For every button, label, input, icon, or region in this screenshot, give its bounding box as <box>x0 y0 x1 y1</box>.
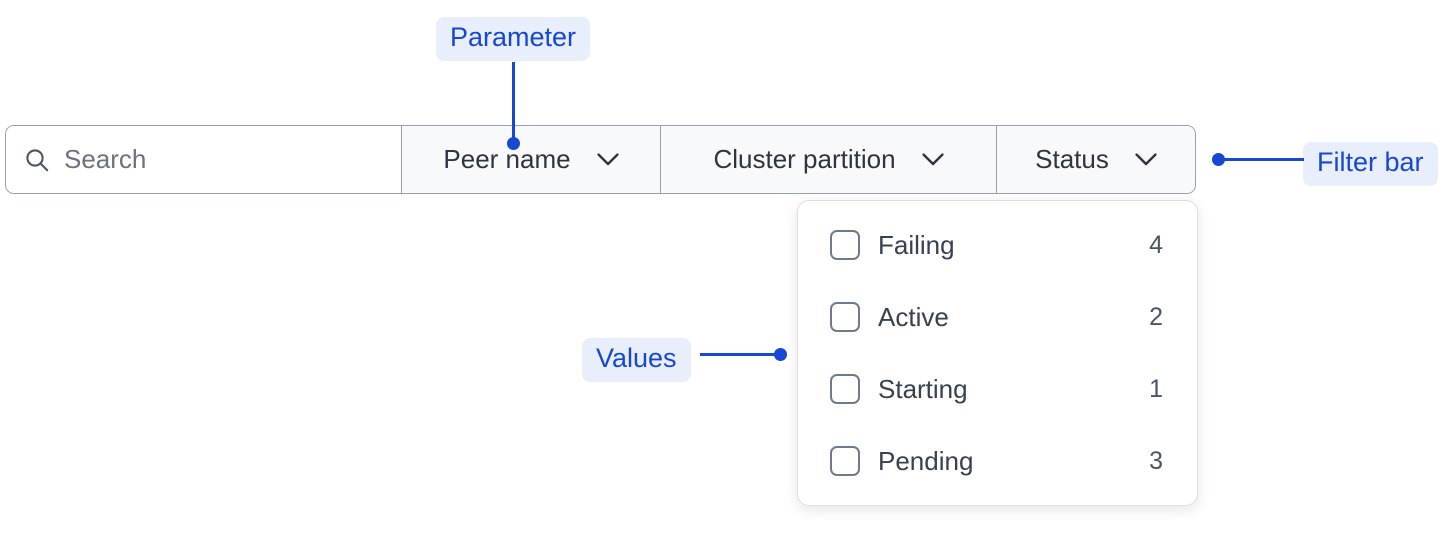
chevron-down-icon <box>596 153 619 166</box>
checkbox-starting[interactable] <box>830 374 860 404</box>
filter-segment-status[interactable]: Status <box>996 126 1195 193</box>
chevron-down-icon <box>1135 153 1157 166</box>
filter-segment-cluster-partition[interactable]: Cluster partition <box>660 126 996 193</box>
dropdown-item[interactable]: Failing 4 <box>798 223 1197 267</box>
search-input[interactable] <box>64 144 384 175</box>
filter-bar: Peer name Cluster partition Status <box>5 125 1196 194</box>
dropdown-item[interactable]: Pending 3 <box>798 439 1197 483</box>
dropdown-item-label: Starting <box>878 373 968 404</box>
checkbox-failing[interactable] <box>830 230 860 260</box>
search-icon <box>24 147 50 173</box>
filter-segment-label: Status <box>1035 144 1109 174</box>
filter-segment-label: Cluster partition <box>713 144 896 174</box>
dropdown-item-label: Pending <box>878 445 974 476</box>
annotation-connector-parameter <box>512 62 515 144</box>
annotation-connector-filter-bar <box>1218 158 1304 161</box>
dropdown-item-count: 4 <box>1149 230 1163 259</box>
status-dropdown-panel: Failing 4 Active 2 Starting 1 Pending 3 <box>797 200 1198 506</box>
filter-segment-peer-name[interactable]: Peer name <box>402 126 660 193</box>
search-segment[interactable] <box>6 126 402 193</box>
checkbox-pending[interactable] <box>830 446 860 476</box>
dropdown-item-label: Active <box>878 301 949 332</box>
annotation-label-parameter: Parameter <box>436 17 591 62</box>
annotation-label-values: Values <box>582 338 691 383</box>
chevron-down-icon <box>921 153 944 166</box>
annotation-connector-values <box>700 353 782 356</box>
dropdown-item-label: Failing <box>878 229 955 260</box>
annotation-dot-filter-bar <box>1212 153 1225 166</box>
dropdown-item-count: 3 <box>1149 446 1163 475</box>
dropdown-item[interactable]: Starting 1 <box>798 367 1197 411</box>
dropdown-item[interactable]: Active 2 <box>798 295 1197 339</box>
dropdown-item-count: 1 <box>1149 374 1163 403</box>
filter-segment-label: Peer name <box>443 144 571 174</box>
annotation-dot-values <box>774 348 787 361</box>
checkbox-active[interactable] <box>830 302 860 332</box>
dropdown-item-count: 2 <box>1149 302 1163 331</box>
annotation-label-filter-bar: Filter bar <box>1303 142 1438 187</box>
annotation-dot-parameter <box>507 137 520 150</box>
